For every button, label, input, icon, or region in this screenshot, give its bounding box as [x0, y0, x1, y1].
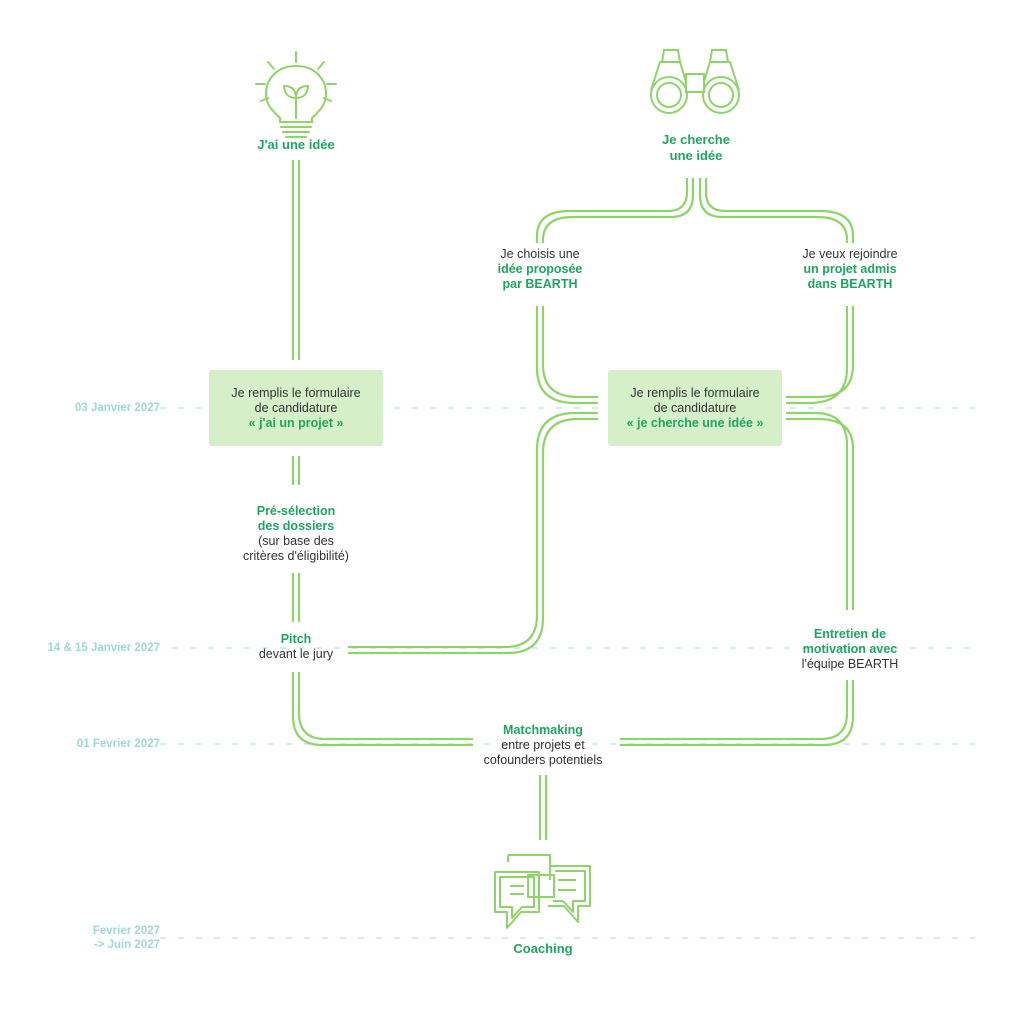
connector-matchmaking-to-coaching: [538, 775, 548, 840]
connector-preselection-to-pitch: [291, 573, 301, 622]
step-preselection-text2: critères d'éligibilité): [243, 549, 349, 563]
option-join-project-text: Je veux rejoindre: [802, 247, 898, 261]
option-join-project-bold1: un projet admis: [803, 262, 897, 276]
step-preselection-bold2: des dossiers: [257, 519, 335, 533]
step-matchmaking: Matchmaking entre projets et cofounders …: [463, 723, 623, 768]
connector-option-a-to-form: [535, 306, 598, 405]
step-matchmaking-text2: cofounders potentiels: [483, 753, 603, 767]
connector-pitch-to-matchmaking: [291, 672, 473, 747]
step-interview-bold2: motivation avec: [802, 642, 898, 656]
connector-form-to-interview: [786, 411, 855, 610]
option-join-project-bold2: dans BEARTH: [807, 277, 893, 291]
option-choose-idea-bold1: idée proposée: [497, 262, 583, 276]
connector-form-to-preselection: [291, 456, 301, 485]
timeline-dashes: [160, 407, 975, 939]
connector-interview-to-matchmaking: [620, 680, 855, 747]
form-box-have-project-line2: de candidature: [254, 401, 338, 415]
step-interview: Entretien de motivation avec l'équipe BE…: [780, 627, 920, 672]
heading-search-idea-line1: Je cherche: [662, 132, 730, 147]
option-choose-idea-text: Je choisis une: [500, 247, 580, 261]
timeline-date-4: Fevrier 2027 -> Juin 2027: [93, 924, 160, 952]
form-box-search-idea[interactable]: Je remplis le formulaire de candidature …: [608, 370, 782, 446]
step-interview-bold1: Entretien de: [813, 627, 887, 641]
step-preselection-bold1: Pré-sélection: [256, 504, 336, 518]
step-pitch: Pitch devant le jury: [236, 632, 356, 662]
timeline-date-2: 14 & 15 Janvier 2027: [47, 642, 160, 654]
chat-bubbles-icon: [494, 854, 591, 929]
form-box-search-idea-line2: de candidature: [653, 401, 737, 415]
connector-idea-to-form: [291, 160, 301, 360]
binoculars-icon: [650, 49, 740, 114]
form-box-search-idea-line1: Je remplis le formulaire: [630, 386, 760, 400]
step-matchmaking-bold: Matchmaking: [503, 723, 583, 737]
connector-form-to-pitch: [348, 411, 598, 655]
step-preselection-text1: (sur base des: [258, 534, 334, 548]
step-pitch-bold: Pitch: [280, 632, 312, 646]
heading-search-idea: Je cherche une idée: [636, 132, 756, 164]
option-join-project: Je veux rejoindre un projet admis dans B…: [780, 247, 920, 292]
timeline-date-4-start: Fevrier 2027: [92, 925, 160, 937]
connectors: [291, 160, 855, 840]
step-preselection: Pré-sélection des dossiers (sur base des…: [216, 504, 376, 564]
timeline-date-3: 01 Fevrier 2027: [76, 738, 160, 750]
connector-option-b-to-form: [786, 306, 855, 405]
step-matchmaking-text1: entre projets et: [501, 738, 585, 752]
lightbulb-icon: [255, 51, 337, 138]
option-choose-idea-bold2: par BEARTH: [502, 277, 578, 291]
timeline-date-1: 03 Janvier 2027: [74, 402, 160, 414]
form-box-have-project-title: « j'ai un projet »: [248, 416, 344, 430]
step-coaching: Coaching: [513, 941, 573, 956]
form-box-have-project-line1: Je remplis le formulaire: [231, 386, 361, 400]
form-box-have-project[interactable]: Je remplis le formulaire de candidature …: [209, 370, 383, 446]
step-interview-text: l'équipe BEARTH: [801, 657, 899, 671]
heading-search-idea-line2: une idée: [669, 148, 723, 163]
form-box-search-idea-title: « je cherche une idée »: [626, 416, 764, 430]
heading-have-idea: J'ai une idée: [257, 137, 335, 152]
option-choose-idea: Je choisis une idée proposée par BEARTH: [470, 247, 610, 292]
connector-search-split: [535, 178, 855, 243]
timeline-date-4-end: -> Juin 2027: [93, 939, 160, 951]
step-pitch-text: devant le jury: [258, 647, 334, 661]
